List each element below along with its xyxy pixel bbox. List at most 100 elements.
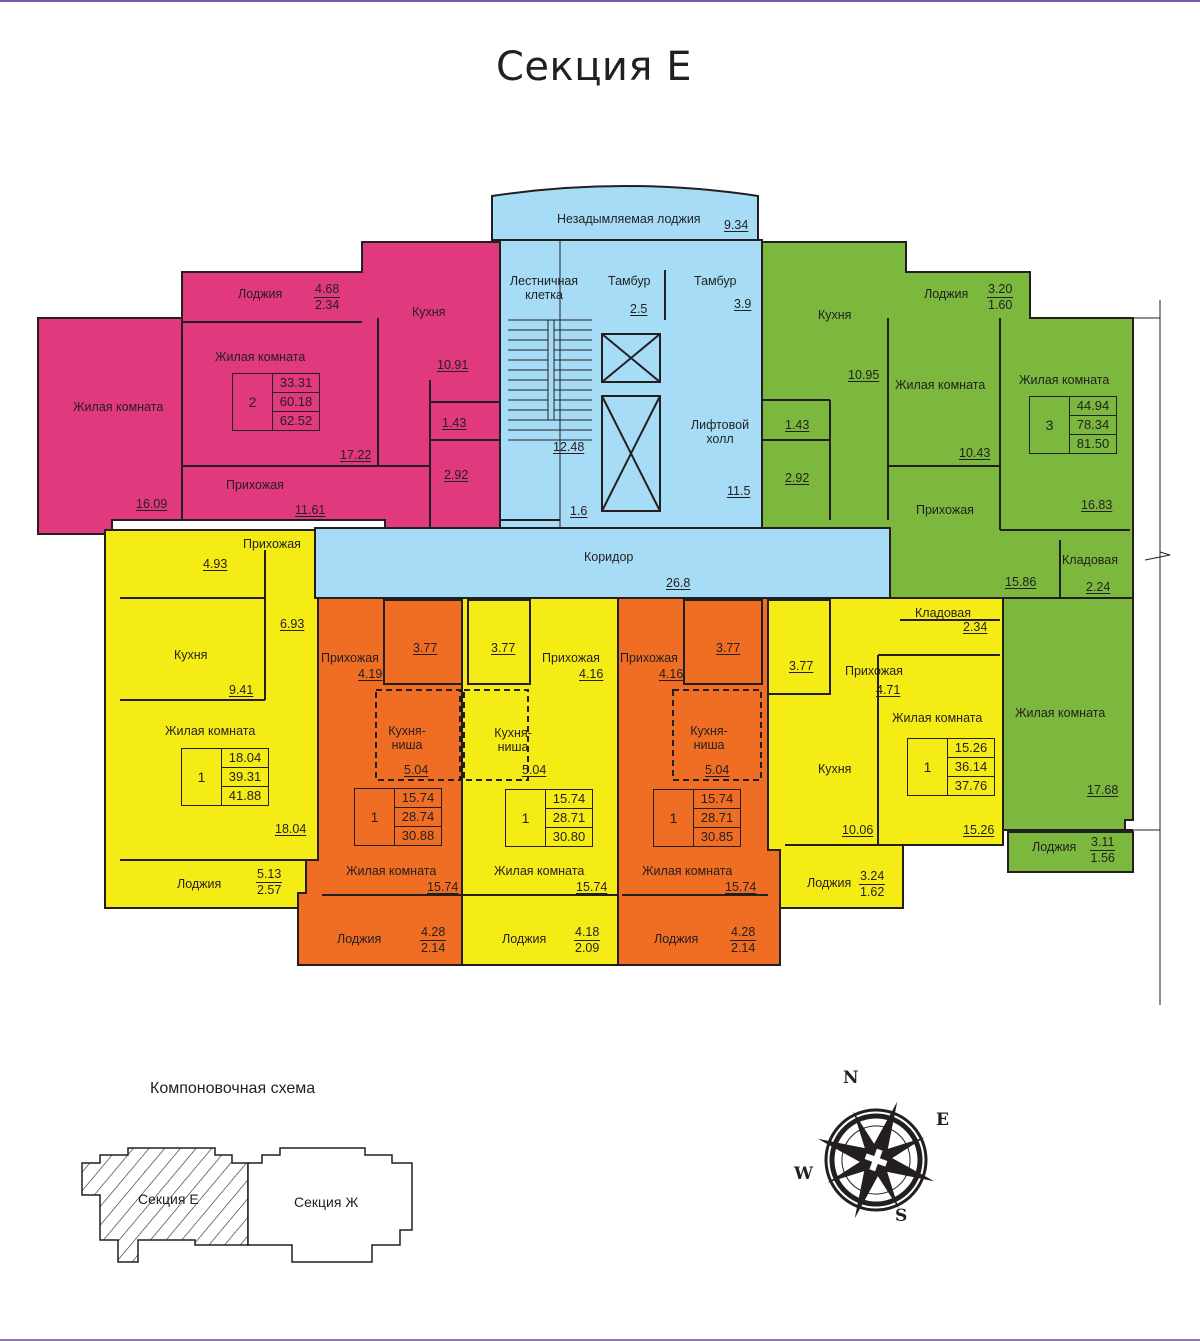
aptYR-living-area: 15.26 — [963, 823, 995, 837]
total-with-loggia: 37.76 — [954, 778, 988, 793]
living-area: 33.31 — [273, 374, 319, 393]
apt3-storage-area: 2.24 — [1086, 580, 1111, 594]
apt2-loggia-label: Лоджия — [238, 287, 283, 301]
total-area: 60.18 — [273, 393, 319, 412]
aptO2-hall-label: Прихожая — [620, 651, 678, 665]
total-with-loggia: 62.52 — [279, 413, 313, 428]
aptO2-niche-area: 5.04 — [705, 763, 730, 777]
aptYR-bath-area: 3.77 — [789, 659, 814, 673]
apt3-kitchen-label: Кухня — [818, 308, 852, 322]
total-with-loggia: 81.50 — [1076, 436, 1110, 451]
aptYR-hall-area: 4.71 — [876, 683, 901, 697]
smokefree-loggia-label: Незадымляемая лоджия — [557, 212, 701, 226]
total-area: 39.31 — [222, 768, 268, 787]
aptYR-storage-area: 2.34 — [963, 620, 988, 634]
aptO1-niche-label: Кухня-ниша — [388, 724, 426, 752]
aptYM-hall-area: 4.16 — [579, 667, 604, 681]
apt-3room-loggia-bottom-shape — [1007, 831, 1134, 873]
aptO1-bath-area: 3.77 — [413, 641, 438, 655]
aptO2-summary-box: 1 15.74 28.71 30.85 — [653, 789, 741, 847]
aptO2-niche-label: Кухня-ниша — [690, 724, 728, 752]
room-count: 1 — [654, 790, 694, 846]
elevator-hall-label: Лифтовой холл — [690, 418, 750, 446]
aptYM-loggia-label: Лоджия — [502, 932, 547, 946]
aptYM-summary-box: 1 15.74 28.71 30.80 — [505, 789, 593, 847]
aptYR-kitchen-label: Кухня — [818, 762, 852, 776]
aptYR-summary-box: 1 15.26 36.14 37.76 — [907, 738, 995, 796]
aptYM-niche-area: 5.04 — [522, 763, 547, 777]
apt2-hall-label: Прихожая — [226, 478, 284, 492]
apt3-loggia-bottom-label: Лоджия — [1032, 840, 1077, 854]
apt2-living2-label: Жилая комната — [215, 350, 306, 364]
aptYR-storage-label: Кладовая — [915, 606, 971, 620]
room-count: 3 — [1030, 397, 1070, 453]
aptYM-living-area: 15.74 — [576, 880, 608, 894]
room-count: 1 — [506, 790, 546, 846]
apt2-living1-label: Жилая комната — [73, 400, 164, 414]
living-area: 44.94 — [1070, 397, 1116, 416]
page-title: Секция Е — [496, 44, 692, 90]
compass-north-label: N — [843, 1068, 859, 1088]
stairwell-label: Лестничная клетка — [509, 274, 579, 302]
compass-south-label: S — [895, 1206, 908, 1226]
room-count: 1 — [355, 789, 395, 845]
aptO1-loggia-label: Лоджия — [337, 932, 382, 946]
bottom-frame-line — [0, 1339, 1200, 1341]
total-area: 28.71 — [546, 809, 592, 828]
apt3-living1-area: 10.43 — [959, 446, 991, 460]
aptO2-bath-area: 3.77 — [716, 641, 741, 655]
apt-1room-yellow-right-shape — [767, 597, 1004, 909]
total-with-loggia: 41.88 — [228, 788, 262, 803]
aptO2-living-area: 15.74 — [725, 880, 757, 894]
smokefree-loggia-area — [491, 185, 759, 241]
compass-rose-icon — [817, 1101, 935, 1219]
apt2-living2-area: 17.22 — [340, 448, 372, 462]
apt3-living3-area: 17.68 — [1087, 783, 1119, 797]
apt3-living3-label: Жилая комната — [1015, 706, 1106, 720]
aptYM-bath-area: 3.77 — [491, 641, 516, 655]
aptYM-niche-label: Кухня-ниша — [494, 726, 532, 754]
total-with-loggia: 30.80 — [552, 829, 586, 844]
apt3-hall-label: Прихожая — [916, 503, 974, 517]
scheme-section-zh-label: Секция Ж — [294, 1194, 359, 1210]
apt3-living2-label: Жилая комната — [1019, 373, 1110, 387]
apt2-kitchen-area: 10.91 — [437, 358, 469, 372]
apt3-bath-area: 2.92 — [785, 471, 810, 485]
room-count: 1 — [908, 739, 948, 795]
compass-west-label: W — [794, 1164, 814, 1184]
aptO1-hall-label: Прихожая — [321, 651, 379, 665]
aptYL-living-area: 18.04 — [275, 822, 307, 836]
aptYL-hall-area: 6.93 — [280, 617, 305, 631]
aptO2-hall-area: 4.16 — [659, 667, 684, 681]
aptO1-living-label: Жилая комната — [346, 864, 437, 878]
aptYL-loggia-label: Лоджия — [177, 877, 222, 891]
total-area: 28.71 — [694, 809, 740, 828]
aptYR-loggia-label: Лоджия — [807, 876, 852, 890]
apt2-living1-area: 16.09 — [136, 497, 168, 511]
aptYL-summary-box: 1 18.04 39.31 41.88 — [181, 748, 269, 806]
aptYL-kitchen-area: 9.41 — [229, 683, 254, 697]
apt3-loggia-top-label: Лоджия — [924, 287, 969, 301]
corridor-area: 26.8 — [666, 576, 691, 590]
aptO1-niche-area: 5.04 — [404, 763, 429, 777]
layout-scheme-title: Компоновочная схема — [150, 1080, 316, 1097]
apt2-kitchen-label: Кухня — [412, 305, 446, 319]
aptYR-living-label: Жилая комната — [892, 711, 983, 725]
vestibule-left-label: Тамбур — [608, 274, 651, 288]
room-count: 1 — [182, 749, 222, 805]
apt2-wc-area: 1.43 — [442, 416, 467, 430]
room-count: 2 — [233, 374, 273, 430]
living-area: 15.74 — [694, 790, 740, 809]
aptYL-hall-label: Прихожая — [243, 537, 301, 551]
aptO2-loggia-label: Лоджия — [654, 932, 699, 946]
shaft-area: 1.6 — [570, 504, 588, 518]
layout-scheme-diagram — [81, 1147, 413, 1263]
